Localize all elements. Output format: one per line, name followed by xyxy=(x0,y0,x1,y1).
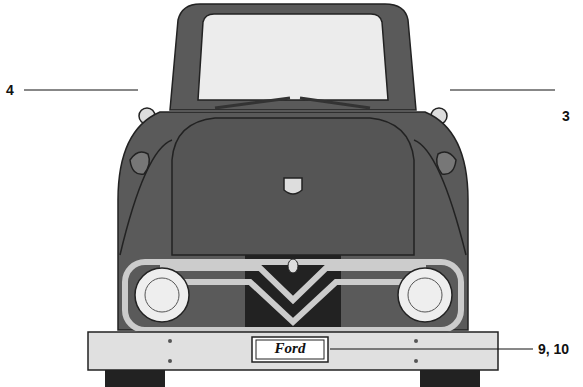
plate-logo: Ford xyxy=(256,340,324,356)
callout-number: 4 xyxy=(6,82,14,98)
callout-number: 3 xyxy=(562,108,570,124)
callout-number: 9, 10 xyxy=(538,341,569,357)
